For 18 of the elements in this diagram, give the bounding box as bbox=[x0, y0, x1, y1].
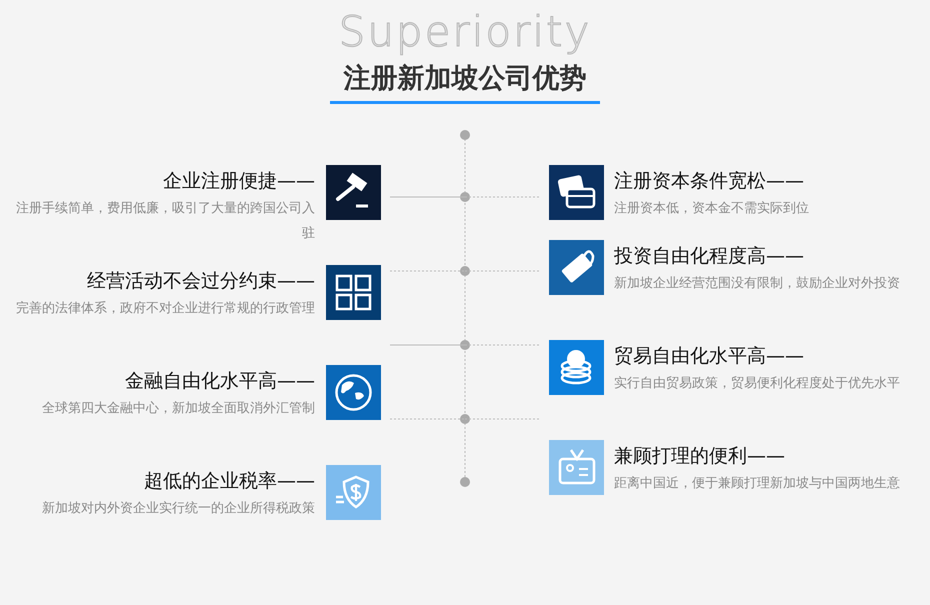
item-heading: 金融自由化水平高—— bbox=[125, 369, 315, 393]
item-heading: 投资自由化程度高—— bbox=[614, 244, 804, 268]
item-heading: 兼顾打理的便利—— bbox=[614, 444, 785, 468]
item-heading: 企业注册便捷—— bbox=[163, 169, 315, 193]
item-description: 距离中国近，便于兼顾打理新加坡与中国两地生意 bbox=[614, 475, 901, 493]
item-description: 全球第四大金融中心，新加坡全面取消外汇管制 bbox=[41, 400, 315, 418]
item-description: 注册手续简单，费用低廉，吸引了大量的跨国公司入驻 bbox=[15, 200, 315, 243]
item-description: 新加坡对内外资企业实行统一的企业所得税政策 bbox=[41, 500, 315, 518]
title: 注册新加坡公司优势 bbox=[342, 62, 588, 96]
item-description: 注册资本低，资本金不需实际到位 bbox=[614, 200, 810, 218]
background-word: Superiority bbox=[338, 8, 592, 56]
item-heading: 超低的企业税率—— bbox=[144, 469, 315, 493]
item-description: 完善的法律体系，政府不对企业进行常规的行政管理 bbox=[15, 300, 315, 318]
item-heading: 注册资本条件宽松—— bbox=[614, 169, 804, 193]
item-description: 实行自由贸易政策，贸易便利化程度处于优先水平 bbox=[614, 375, 901, 393]
item-heading: 经营活动不会过分约束—— bbox=[87, 269, 315, 293]
item-description: 新加坡企业经营范围没有限制，鼓励企业对外投资 bbox=[614, 275, 901, 293]
item-heading: 贸易自由化水平高—— bbox=[614, 344, 804, 368]
